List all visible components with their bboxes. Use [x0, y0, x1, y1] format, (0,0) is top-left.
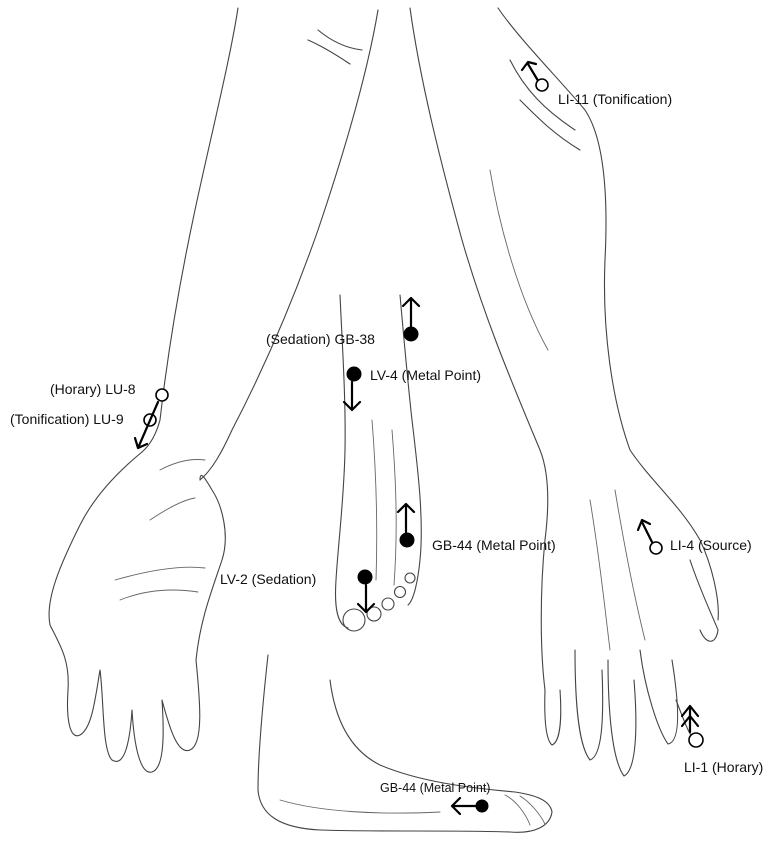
left-palm-crease-2 [120, 590, 198, 600]
right-hand-thumb [690, 560, 718, 641]
label-gb44-upper: GB-44 (Metal Point) [432, 537, 556, 553]
point-li1[interactable]: LI-1 (Horary) [682, 706, 763, 775]
right-hand-finger-3 [608, 660, 636, 776]
center-foot-big-toe [343, 609, 365, 631]
label-li11: LI-11 (Tonification) [558, 91, 672, 107]
arrow-lv2 [358, 585, 374, 612]
point-li4[interactable]: LI-4 (Source) [638, 520, 752, 554]
center-foot-toe-4 [395, 587, 406, 598]
label-li1: LI-1 (Horary) [684, 759, 763, 775]
arrow-lv4 [344, 382, 360, 410]
left-arm-outer-edge [142, 8, 238, 452]
right-arm-left-edge [410, 8, 548, 690]
left-arm-elbow-crease [308, 30, 362, 64]
lower-foot-toes [505, 795, 545, 825]
point-lu8[interactable]: (Horary) LU-8 [50, 381, 168, 401]
right-hand-tendon-2 [615, 490, 645, 640]
right-hand-tendon-1 [590, 500, 610, 650]
point-lv2[interactable]: LV-2 (Sedation) [220, 570, 374, 612]
point-lu9[interactable]: (Tonification) LU-9 [10, 402, 158, 448]
point-li4-marker [650, 542, 662, 554]
lower-foot-arch [280, 800, 440, 813]
arrow-li1 [682, 706, 698, 732]
label-lv4: LV-4 (Metal Point) [370, 367, 481, 383]
point-gb44-lower[interactable]: GB-44 (Metal Point) [380, 781, 490, 814]
right-hand-finger-1 [545, 690, 561, 745]
arrow-li4 [638, 520, 652, 542]
lower-foot-drawing [258, 655, 552, 832]
arrow-gb38 [403, 298, 419, 326]
label-lu8: (Horary) LU-8 [50, 381, 136, 397]
point-gb44-upper-marker [400, 533, 414, 547]
center-foot-toe-3 [382, 598, 394, 610]
arrow-gb44-lower [452, 798, 476, 814]
label-li4: LI-4 (Source) [670, 537, 752, 553]
center-leg-right-edge [400, 295, 421, 605]
center-foot-toe-5 [405, 573, 415, 583]
point-gb44-lower-marker [476, 800, 488, 812]
point-li11-marker [536, 79, 548, 91]
left-palm-outline [49, 452, 225, 772]
label-lv2: LV-2 (Sedation) [220, 571, 316, 587]
point-lv2-marker [358, 570, 372, 584]
arrow-gb44-upper [398, 504, 414, 532]
left-palm-crease-4 [160, 459, 205, 470]
point-lv4[interactable]: LV-4 (Metal Point) [344, 367, 481, 410]
label-gb44-lower: GB-44 (Metal Point) [380, 781, 490, 795]
point-lv4-marker [347, 367, 361, 381]
label-gb38: (Sedation) GB-38 [266, 331, 375, 347]
center-foot-tendon-2 [392, 430, 396, 585]
right-arm-drawing [410, 8, 718, 776]
left-palm-crease-3 [150, 498, 195, 520]
right-forearm-line [490, 170, 548, 350]
right-hand-finger-2 [575, 650, 603, 760]
center-foot-tendon-1 [372, 420, 377, 580]
point-li11[interactable]: LI-11 (Tonification) [522, 62, 672, 107]
point-li1-marker [689, 733, 703, 747]
point-gb38-marker [404, 327, 418, 341]
point-lu8-marker [156, 389, 168, 401]
label-lu9: (Tonification) LU-9 [10, 411, 124, 427]
left-palm-crease-1 [115, 567, 205, 580]
right-hand-finger-4 [640, 650, 678, 744]
